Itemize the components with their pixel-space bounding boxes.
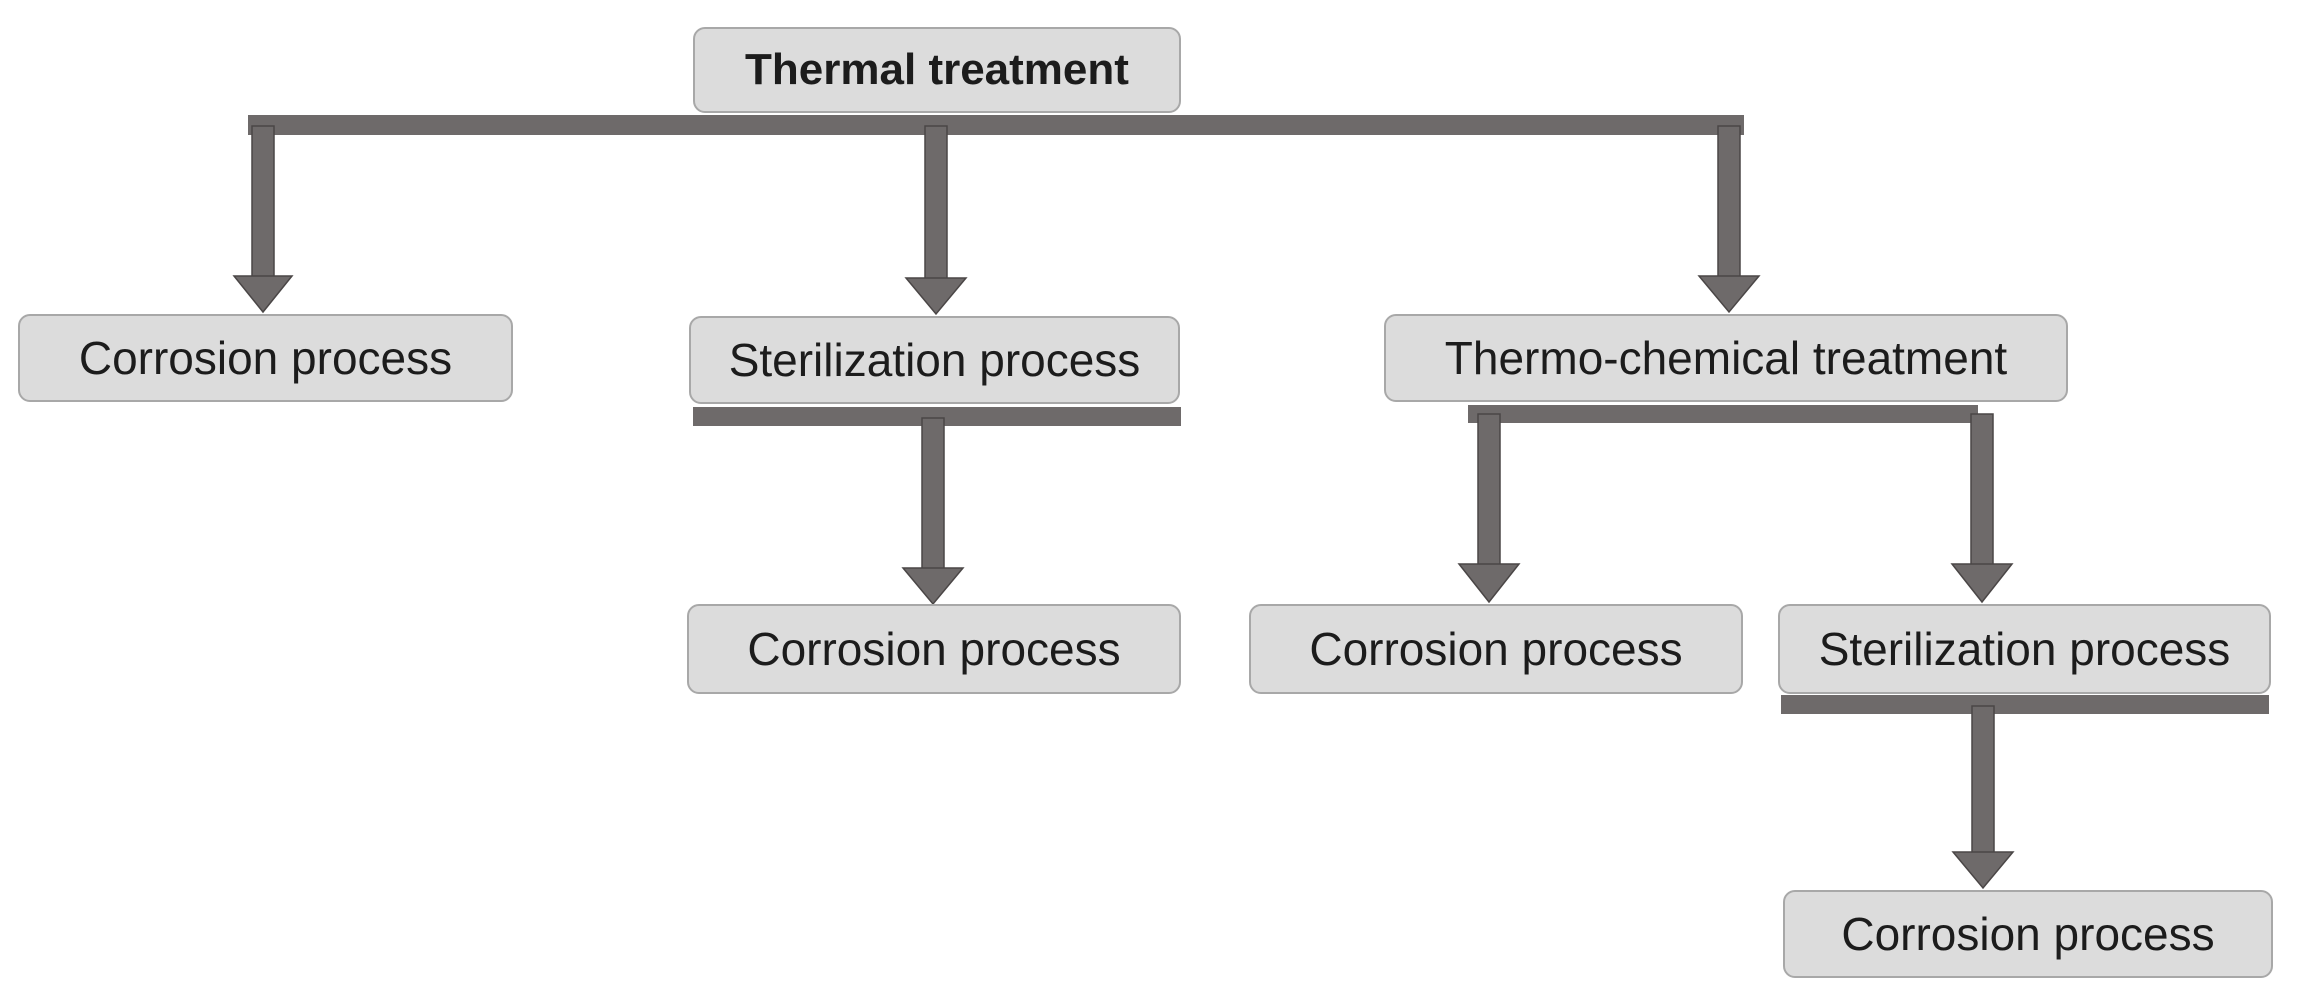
arrow-thermo-chemical-to-sterilization-2: [1950, 413, 2014, 604]
arrow-sterilization-2-to-corrosion-4: [1951, 705, 2015, 890]
node-label: Sterilization process: [728, 334, 1141, 386]
arrow-root-to-corrosion-1: [232, 125, 294, 314]
node-label: Sterilization process: [1818, 623, 2231, 675]
connector-bar-root: [248, 115, 1744, 135]
connector-bar-sterilization-2: [1781, 695, 2269, 714]
node-corrosion-process-4: Corrosion process: [1783, 890, 2273, 978]
node-sterilization-process-2: Sterilization process: [1778, 604, 2271, 694]
node-label: Thermo-chemical treatment: [1444, 332, 2008, 384]
node-sterilization-process-1: Sterilization process: [689, 316, 1180, 404]
node-label: Thermal treatment: [745, 45, 1129, 94]
arrow-sterilization-1-to-corrosion-2: [901, 417, 965, 606]
node-corrosion-process-1: Corrosion process: [18, 314, 513, 402]
arrow-root-to-thermo-chemical: [1697, 125, 1761, 314]
node-label: Corrosion process: [1841, 908, 2215, 960]
node-label: Corrosion process: [78, 332, 453, 384]
connector-bar-thermo-chemical: [1468, 405, 1978, 423]
arrow-root-to-sterilization-1: [904, 125, 968, 316]
arrow-thermo-chemical-to-corrosion-3: [1457, 413, 1521, 604]
node-thermo-chemical-treatment: Thermo-chemical treatment: [1384, 314, 2068, 402]
node-corrosion-process-2: Corrosion process: [687, 604, 1181, 694]
node-label: Corrosion process: [1309, 623, 1683, 675]
node-corrosion-process-3: Corrosion process: [1249, 604, 1743, 694]
node-label: Corrosion process: [747, 623, 1121, 675]
node-thermal-treatment: Thermal treatment: [693, 27, 1181, 113]
connector-bar-sterilization-1: [693, 407, 1181, 426]
